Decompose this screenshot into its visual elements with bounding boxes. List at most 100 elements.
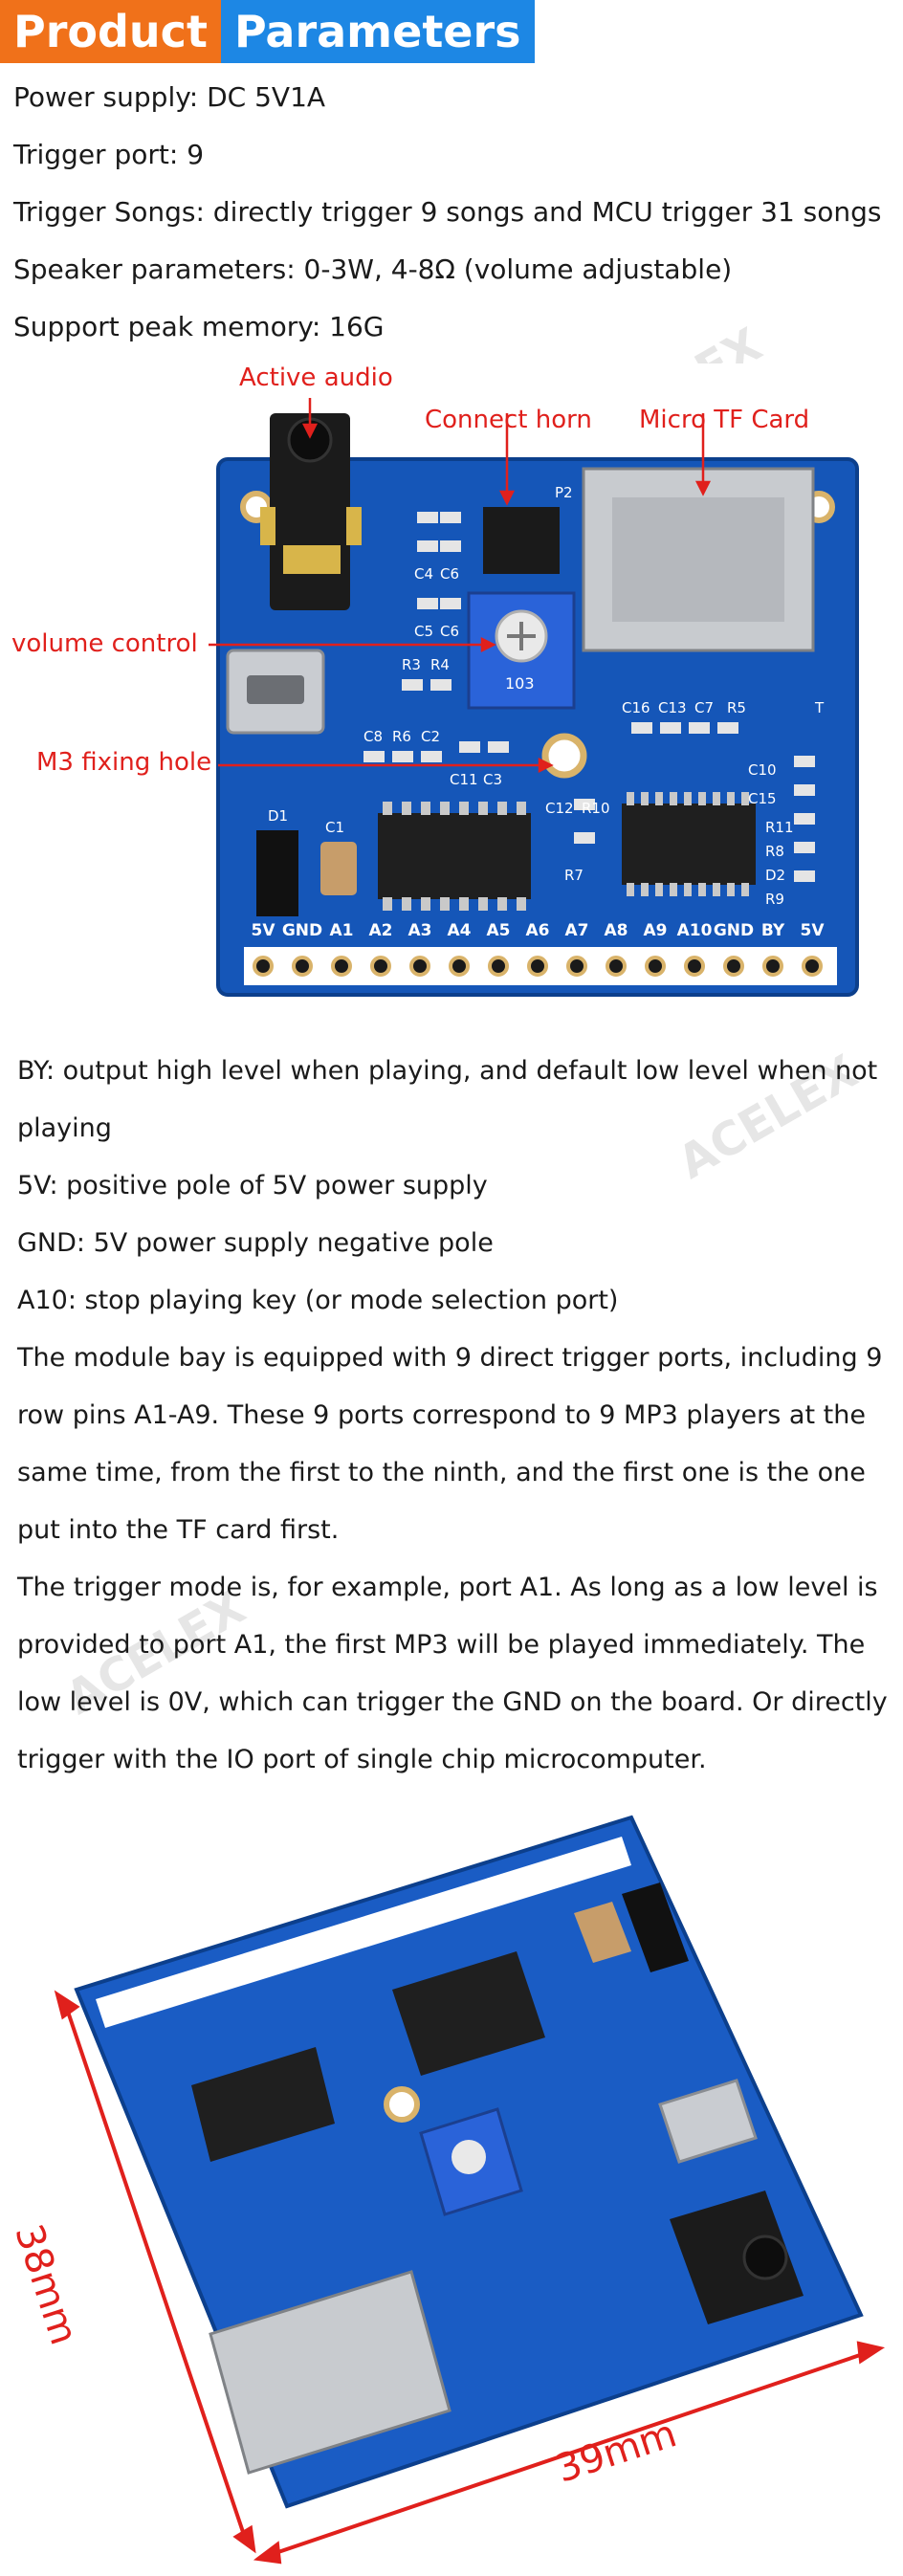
pin-hole xyxy=(606,956,627,977)
silk-label: D1 xyxy=(268,807,288,825)
audio-jack-angled xyxy=(670,2191,804,2324)
silk-label: T xyxy=(814,699,825,716)
pin-hole xyxy=(527,956,548,977)
capacitor-angled xyxy=(574,1902,631,1963)
pin-label: A9 xyxy=(644,921,668,940)
silk-label: C3 xyxy=(483,771,502,788)
silk-label: R7 xyxy=(564,867,584,884)
m3-hole-angled xyxy=(384,2086,420,2123)
header-word-parameters: Parameters xyxy=(220,0,535,63)
pin-label: A8 xyxy=(605,921,628,940)
pin-label: 5V xyxy=(252,921,276,940)
spec-trigger-port: Trigger port: 9 xyxy=(13,139,205,170)
pin-label: A3 xyxy=(408,921,432,940)
volume-pot xyxy=(467,591,576,710)
pin-label: A10 xyxy=(677,921,713,940)
pin-hole xyxy=(292,956,313,977)
desc-a10: A10: stop playing key (or mode selection… xyxy=(17,1286,619,1315)
board-top-svg: 103 P2 C4 xyxy=(209,398,859,997)
pin-label: BY xyxy=(761,921,785,940)
desc-gnd: GND: 5V power supply negative pole xyxy=(17,1228,494,1258)
pin-label: GND xyxy=(714,921,754,940)
pin-label: A5 xyxy=(487,921,511,940)
pin-hole xyxy=(684,956,705,977)
pin-hole xyxy=(370,956,391,977)
board-top-figure: 103 P2 C4 xyxy=(0,363,903,1014)
spec-list: Power supply: DC 5V1A Trigger port: 9 Tr… xyxy=(13,75,882,362)
pin-hole xyxy=(566,956,587,977)
pin-header-angled xyxy=(96,1837,631,2028)
pin-label: A7 xyxy=(565,921,589,940)
silk-label: C13 xyxy=(658,699,687,716)
silk-label: P2 xyxy=(555,484,573,501)
pin-label: A2 xyxy=(369,921,393,940)
silk-label: C6 xyxy=(440,623,459,640)
dim-arrow-width xyxy=(272,2351,867,2556)
diode-d1 xyxy=(256,830,298,916)
silk-label: D2 xyxy=(765,867,785,884)
pin-hole xyxy=(331,956,352,977)
dim-arrow-height xyxy=(65,2008,246,2536)
silk-label: C2 xyxy=(421,728,440,745)
silk-label: C7 xyxy=(694,699,714,716)
silk-label: C11 xyxy=(450,771,478,788)
silk-label: R8 xyxy=(765,843,784,860)
description: BY: output high level when playing, and … xyxy=(17,1043,888,1789)
pot-label: 103 xyxy=(505,674,535,693)
pin-hole xyxy=(409,956,430,977)
tf-card-slot-angled xyxy=(209,2270,452,2475)
silk-label: R6 xyxy=(392,728,411,745)
amp-chip xyxy=(483,507,560,574)
m3-hole xyxy=(541,733,587,779)
spec-trigger-songs: Trigger Songs: directly trigger 9 songs … xyxy=(13,196,882,228)
spec-speaker: Speaker parameters: 0-3W, 4-8Ω (volume a… xyxy=(13,253,733,285)
callout-connect-horn: Connect horn xyxy=(425,406,592,434)
pin-label: A4 xyxy=(448,921,472,940)
desc-ports: The module bay is equipped with 9 direct… xyxy=(17,1343,883,1545)
pin-hole xyxy=(645,956,666,977)
silk-label: C1 xyxy=(325,819,344,836)
board-angle-figure: 38mm 39mm xyxy=(0,1798,903,2576)
desc-5v: 5V: positive pole of 5V power supply xyxy=(17,1171,488,1200)
silk-label: C6 xyxy=(440,565,459,583)
silk-label: R9 xyxy=(765,891,784,908)
silk-label: C12 xyxy=(545,800,574,817)
silk-label: C10 xyxy=(748,761,777,779)
silk-label: C5 xyxy=(414,623,433,640)
spec-memory: Support peak memory: 16G xyxy=(13,311,385,342)
silk-label: R4 xyxy=(430,656,450,673)
mcu-chip xyxy=(378,813,531,899)
callout-volume-control: volume control xyxy=(11,629,198,658)
callout-m3-hole: M3 fixing hole xyxy=(36,748,212,777)
pin-label: A6 xyxy=(526,921,550,940)
decoder-chip xyxy=(622,804,756,885)
silk-label: R10 xyxy=(582,800,610,817)
callout-active-audio: Active audio xyxy=(239,363,393,392)
micro-usb-angled xyxy=(658,2079,758,2164)
pin-label: A1 xyxy=(330,921,354,940)
pin-label: 5V xyxy=(801,921,826,940)
section-header: Product Parameters xyxy=(0,0,535,63)
decoder-chip-angled xyxy=(191,2047,335,2162)
spec-power: Power supply: DC 5V1A xyxy=(13,81,326,113)
callout-micro-tf: Micro TF Card xyxy=(639,406,810,434)
pin-hole xyxy=(488,956,509,977)
mcu-chip-angled xyxy=(392,1951,545,2076)
pin-hole xyxy=(802,956,823,977)
pin-hole xyxy=(723,956,744,977)
capacitor-c1 xyxy=(320,842,357,895)
pin-hole xyxy=(253,956,274,977)
desc-by: BY: output high level when playing, and … xyxy=(17,1056,878,1143)
silk-label: C15 xyxy=(748,790,777,807)
board-angle-svg xyxy=(54,1815,886,2565)
pin-hole xyxy=(449,956,470,977)
pin-hole xyxy=(762,956,783,977)
silk-label: R3 xyxy=(402,656,421,673)
pin-label: GND xyxy=(282,921,322,940)
silk-label: C16 xyxy=(622,699,650,716)
silk-label: R5 xyxy=(727,699,746,716)
silk-label: C8 xyxy=(363,728,383,745)
silk-label: R11 xyxy=(765,819,794,836)
header-word-product: Product xyxy=(0,0,221,63)
silk-label: C4 xyxy=(414,565,433,583)
